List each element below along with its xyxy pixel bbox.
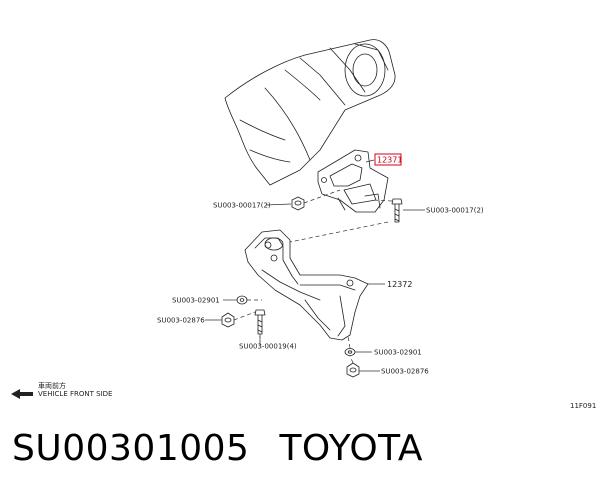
bolt-bottom (254, 309, 266, 335)
front-indicator: 車両前方 VEHICLE FRONT SIDE (11, 381, 112, 399)
front-indicator-japanese: 車両前方 (38, 381, 66, 390)
crossmember (244, 229, 369, 341)
callout-bolt-right[interactable]: SU003-00017(2) (426, 207, 484, 215)
callout-bolt-bottom[interactable]: SU003-00019(4) (239, 343, 297, 351)
washer-left (236, 295, 248, 305)
nut-lower-left (221, 312, 235, 328)
part-number: SU00301005 (12, 428, 250, 469)
nut-upper-left (291, 196, 305, 211)
footer-caption: SU00301005 TOYOTA (12, 428, 592, 488)
part-label-12372[interactable]: 12372 (387, 280, 412, 289)
transmission-housing (224, 39, 396, 186)
highlight-box (374, 153, 402, 166)
washer-right (344, 348, 356, 356)
callout-nut-left[interactable]: SU003-00017(2) (213, 202, 271, 210)
brand-name: TOYOTA (279, 428, 423, 469)
arrow-left-icon (11, 389, 33, 399)
callout-washer-right[interactable]: SU003-02901 (374, 349, 422, 357)
callout-nut-lower-right[interactable]: SU003-02876 (381, 368, 429, 376)
part-label-12371[interactable]: 12371 (377, 156, 402, 165)
figure-code: 11F091 (570, 402, 596, 410)
nut-lower-right (346, 362, 360, 378)
front-indicator-english: VEHICLE FRONT SIDE (38, 390, 112, 398)
parts-diagram: 12371 12372 SU003-00017(2) SU003-00017(2… (11, 39, 596, 410)
callout-washer-left[interactable]: SU003-02901 (172, 297, 220, 305)
callout-nut-lower-left[interactable]: SU003-02876 (157, 317, 205, 325)
bolt-upper-right (391, 198, 403, 223)
